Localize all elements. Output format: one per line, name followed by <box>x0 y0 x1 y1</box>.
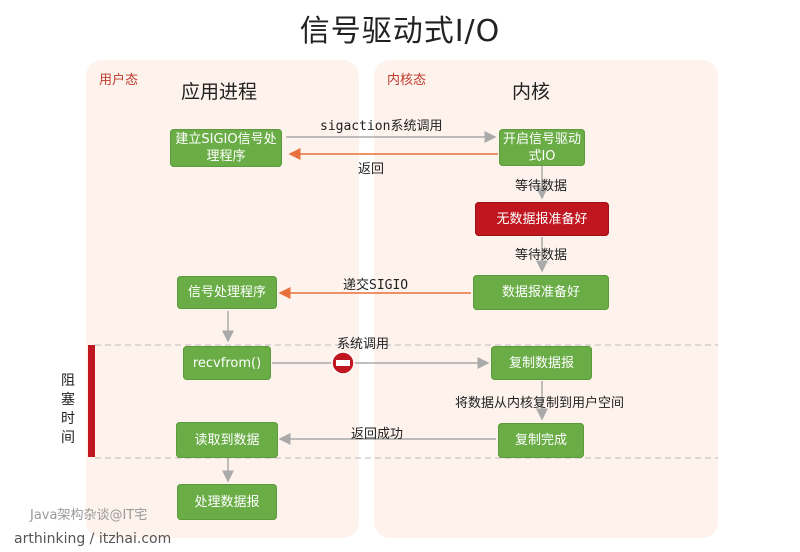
copy-datagram-box: 复制数据报 <box>491 346 592 380</box>
kernel-heading: 内核 <box>512 81 551 103</box>
wait-data-label-1: 等待数据 <box>515 179 568 194</box>
process-datagram-box: 处理数据报 <box>177 484 277 520</box>
data-ready-box: 数据报准备好 <box>473 275 609 310</box>
blocking-time-label: 阻 塞 时 间 <box>61 373 75 446</box>
kernel-space-tag: 内核态 <box>387 73 427 88</box>
no-data-ready-box: 无数据报准备好 <box>475 202 609 236</box>
copy-to-user-label: 将数据从内核复制到用户空间 <box>455 396 625 411</box>
no-entry-icon <box>331 351 355 375</box>
return-success-label: 返回成功 <box>351 427 404 442</box>
footer-credit: arthinking / itzhai.com <box>14 531 172 547</box>
signal-handler-box: 信号处理程序 <box>177 276 277 309</box>
create-sigio-handler-box: 建立SIGIO信号处理程序 <box>170 129 282 167</box>
user-space-tag: 用户态 <box>99 73 139 88</box>
watermark: Java架构杂谈@IT宅 <box>30 508 148 523</box>
copy-complete-box: 复制完成 <box>498 423 584 458</box>
read-data-box: 读取到数据 <box>176 422 278 458</box>
blocking-time-bar <box>88 345 95 457</box>
recvfrom-box: recvfrom() <box>183 346 271 380</box>
syscall-label: 系统调用 <box>337 337 390 352</box>
deliver-sigio-label: 递交SIGIO <box>343 278 409 293</box>
page-title: 信号驱动式I/O <box>299 14 501 49</box>
user-process-heading: 应用进程 <box>181 81 258 103</box>
enable-signal-io-box: 开启信号驱动式IO <box>499 129 585 166</box>
sigaction-label: sigaction系统调用 <box>320 119 443 134</box>
return-label: 返回 <box>358 162 385 177</box>
wait-data-label-2: 等待数据 <box>515 248 568 263</box>
